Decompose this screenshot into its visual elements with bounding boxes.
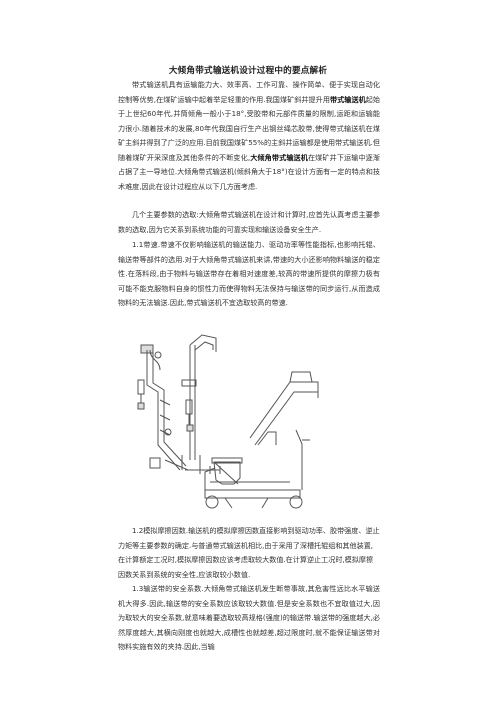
- intro-highlight-1: 带式输送机: [330, 94, 366, 104]
- intro-text-a: 带式输送机具有运输能力大、效率高、工作可靠、操作简单、便于实现自动化控制等优势,…: [118, 80, 380, 104]
- paragraph-parameters: 几个主要参数的选取:大倾角带式输送机在设计和计算时,应首先认真考虑主要参数的选取…: [118, 210, 380, 234]
- s-conveyor-figure: [137, 344, 221, 474]
- intro-highlight-2: 大倾角带式输送机: [250, 152, 308, 162]
- page-title: 大倾角带式输送机设计过程中的要点解析: [168, 66, 328, 76]
- paragraph-friction: 1.2模拟摩擦因数.输送机的模拟摩擦因数直接影响到驱动功率、胶带强度、逆止力矩等…: [118, 526, 380, 579]
- paragraph-belt-speed: 1.1带速.带速不仅影响输送机的输送能力、驱动功率等性能指标,也影响托辊、输送带…: [118, 240, 380, 307]
- paragraph-intro: 带式输送机具有运输能力大、效率高、工作可靠、操作简单、便于实现自动化控制等优势,…: [118, 78, 380, 194]
- incline-conveyor-figure: [181, 334, 217, 471]
- intro-text-b: 起始于上世纪60年代,井筒倾角一般小于18°,受胶带和元部件质量的限制,运距和运…: [118, 94, 381, 162]
- intro-text-c: 在煤矿井下运输中逐渐占据了主一导地位.大倾角带式输送机(倾斜角大于18°)在设计…: [118, 152, 380, 191]
- paragraph-safety-factor: 1.3输送带的安全系数.大倾角带式输送机发生断带事故,其危害性远比水平输送机大得…: [118, 584, 380, 651]
- mobile-conveyor-figure: [204, 371, 319, 509]
